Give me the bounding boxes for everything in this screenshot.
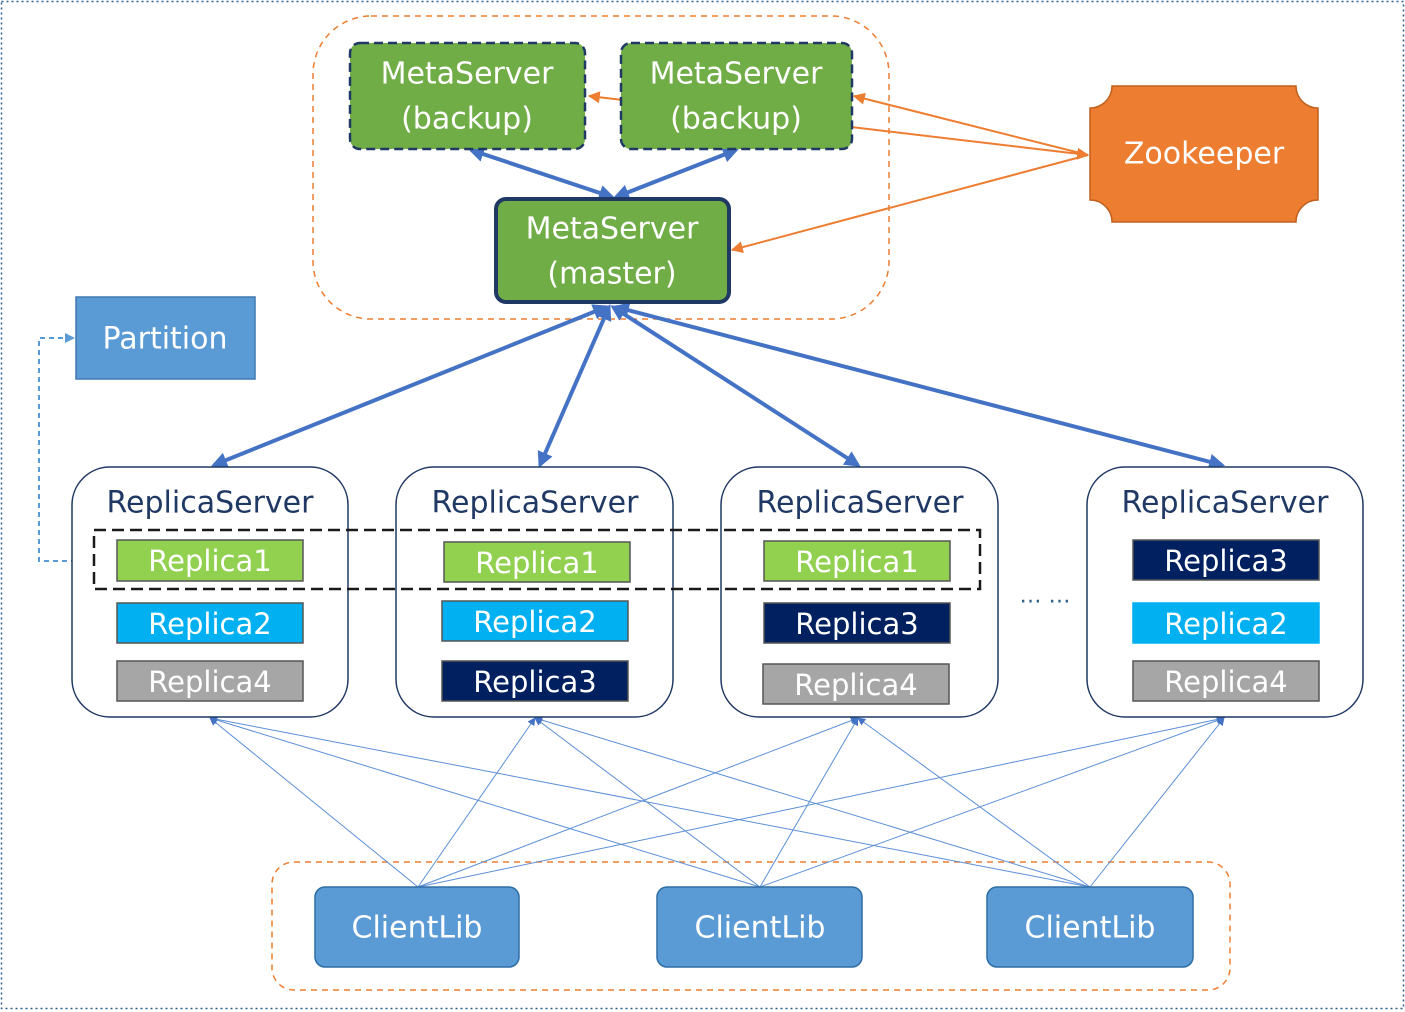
replica-3-label: Replica3 bbox=[1164, 544, 1287, 578]
client-connections bbox=[209, 715, 1225, 888]
zookeeper-node: Zookeeper bbox=[1089, 85, 1319, 223]
replica-2-label: Replica2 bbox=[473, 605, 596, 639]
partition-highlight-box bbox=[92, 528, 982, 591]
replica-4-block bbox=[762, 663, 950, 705]
replica-server-3: ReplicaServer Replica1 Replica3 Replica4 bbox=[720, 466, 999, 718]
replica-4-block bbox=[1132, 660, 1320, 702]
replica-3-block bbox=[1132, 539, 1320, 581]
clientlib-3: ClientLib bbox=[986, 886, 1194, 968]
replica-2-label: Replica2 bbox=[148, 607, 271, 641]
zookeeper-label: Zookeeper bbox=[1124, 137, 1285, 172]
metaserver-master-title: MetaServer bbox=[526, 212, 700, 247]
replica-2-block bbox=[441, 600, 629, 642]
metaserver-backup-left-role: (backup) bbox=[401, 102, 533, 137]
replica-1-block bbox=[443, 541, 631, 583]
clientlib-3-label: ClientLib bbox=[1025, 911, 1156, 946]
replica-2-block bbox=[116, 602, 304, 644]
replica-1-block bbox=[763, 540, 951, 582]
replica-4-label: Replica4 bbox=[148, 665, 271, 699]
partition-connector bbox=[38, 333, 94, 562]
metaserver-master-role: (master) bbox=[547, 257, 676, 292]
replica-4-label: Replica4 bbox=[1164, 665, 1287, 699]
meta-internal-connections bbox=[467, 146, 739, 201]
replica-server-1-title: ReplicaServer bbox=[107, 486, 315, 521]
replica-server-4: ReplicaServer Replica3 Replica2 Replica4 bbox=[1086, 466, 1364, 718]
replica-3-block bbox=[441, 660, 629, 702]
metaserver-backup-right-role: (backup) bbox=[670, 102, 802, 137]
replica-1-label: Replica1 bbox=[795, 545, 918, 579]
replica-4-block bbox=[116, 660, 304, 702]
metaserver-backup-right-title: MetaServer bbox=[650, 57, 824, 92]
replica-server-2: ReplicaServer Replica1 Replica2 Replica3 bbox=[395, 466, 674, 718]
replica-2-label: Replica2 bbox=[1164, 607, 1287, 641]
replica-server-4-title: ReplicaServer bbox=[1122, 486, 1330, 521]
replica-server-3-title: ReplicaServer bbox=[757, 486, 965, 521]
client-cluster-group bbox=[271, 861, 1231, 991]
replica-3-label: Replica3 bbox=[795, 607, 918, 641]
replica-server-2-title: ReplicaServer bbox=[432, 486, 640, 521]
partition-label: Partition bbox=[102, 322, 227, 357]
metaserver-backup-left: MetaServer (backup) bbox=[348, 41, 587, 151]
clientlib-1-label: ClientLib bbox=[352, 911, 483, 946]
metaserver-backup-left-title: MetaServer bbox=[381, 57, 555, 92]
clientlib-1: ClientLib bbox=[314, 886, 520, 968]
replica-3-block bbox=[763, 602, 951, 644]
replica-server-1: ReplicaServer Replica1 Replica2 Replica4 bbox=[71, 466, 349, 718]
replica-1-block bbox=[116, 539, 304, 582]
metaserver-master: MetaServer (master) bbox=[494, 197, 731, 304]
partition-node: Partition bbox=[75, 296, 256, 380]
metaserver-backup-right: MetaServer (backup) bbox=[619, 41, 854, 151]
replica-1-label: Replica1 bbox=[475, 546, 598, 580]
master-replica-connections bbox=[211, 302, 1226, 470]
replica-3-label: Replica3 bbox=[473, 665, 596, 699]
clientlib-2-label: ClientLib bbox=[695, 911, 826, 946]
replica-1-label: Replica1 bbox=[148, 544, 271, 578]
replica-2-block bbox=[1132, 602, 1320, 644]
clientlib-2: ClientLib bbox=[656, 886, 863, 968]
more-servers-ellipsis: … … bbox=[1020, 584, 1071, 609]
replica-4-label: Replica4 bbox=[794, 668, 917, 702]
